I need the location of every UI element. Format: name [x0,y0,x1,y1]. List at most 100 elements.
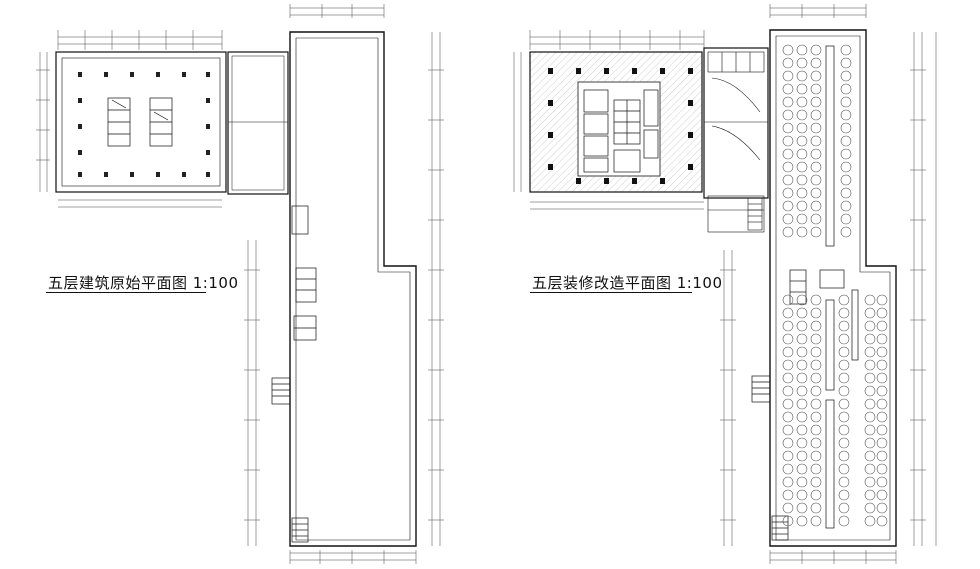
round-table [796,489,808,501]
renovated-plan-title: 五层装修改造平面图 1:100 [532,274,723,292]
round-table [810,437,822,449]
round-table [810,174,822,186]
round-table [810,122,822,134]
round-table [782,398,794,410]
round-table [838,502,850,514]
round-table [782,359,794,371]
round-table [782,83,794,95]
round-table [876,385,888,397]
round-table [810,502,822,514]
round-table [876,450,888,462]
round-table [864,294,876,306]
round-table [796,122,808,134]
round-table [840,122,852,134]
original-link-block [227,51,289,195]
round-table [840,44,852,56]
round-table [876,294,888,306]
round-table [864,476,876,488]
round-table [810,57,822,69]
round-table [796,411,808,423]
round-table [840,70,852,82]
round-table [796,398,808,410]
round-table [796,83,808,95]
round-table [864,450,876,462]
round-table [840,161,852,173]
round-table [810,450,822,462]
round-table [782,424,794,436]
round-table [796,502,808,514]
round-table [796,307,808,319]
round-table [864,411,876,423]
renovated-link-zone [703,47,769,199]
round-table [796,57,808,69]
round-table [810,96,822,108]
round-table [796,359,808,371]
round-table [796,294,808,306]
round-table [876,372,888,384]
round-table [810,463,822,475]
round-table [876,515,888,527]
round-table [796,333,808,345]
round-table [796,226,808,238]
round-table [810,489,822,501]
round-table [864,385,876,397]
round-table [838,359,850,371]
round-table [876,463,888,475]
round-table [876,476,888,488]
round-table [796,96,808,108]
round-table [864,424,876,436]
round-table [796,346,808,358]
round-table [796,161,808,173]
round-table [782,385,794,397]
round-table [796,109,808,121]
round-table [796,385,808,397]
round-table [840,187,852,199]
round-table [810,398,822,410]
round-table [782,294,794,306]
round-table [810,83,822,95]
round-table [796,148,808,160]
banquet-tables [782,44,888,527]
round-table [838,294,850,306]
round-table [864,515,876,527]
round-table [796,450,808,462]
round-table [840,96,852,108]
original-plan-title-underline [46,292,206,293]
round-table [782,70,794,82]
round-table [810,385,822,397]
round-table [796,44,808,56]
round-table [876,489,888,501]
round-table [810,307,822,319]
round-table [782,502,794,514]
round-table [864,398,876,410]
original-tower-columns [78,72,210,177]
round-table [810,135,822,147]
original-wing-cores [271,205,317,543]
round-table [796,372,808,384]
round-table [876,437,888,449]
round-table [782,437,794,449]
round-table [782,489,794,501]
round-table [810,200,822,212]
round-table [864,333,876,345]
round-table [782,44,794,56]
round-table [810,148,822,160]
round-table [840,57,852,69]
round-table [782,476,794,488]
round-table [796,213,808,225]
renovated-core-rooms [583,89,659,173]
round-table [782,109,794,121]
round-table [810,333,822,345]
round-table [864,307,876,319]
round-table [810,161,822,173]
original-plan [36,4,444,564]
round-table [864,437,876,449]
round-table [796,320,808,332]
round-table [810,424,822,436]
round-table [876,307,888,319]
original-tower-outline [55,51,227,193]
round-table [840,135,852,147]
round-table [838,372,850,384]
round-table [796,515,808,527]
round-table [796,476,808,488]
